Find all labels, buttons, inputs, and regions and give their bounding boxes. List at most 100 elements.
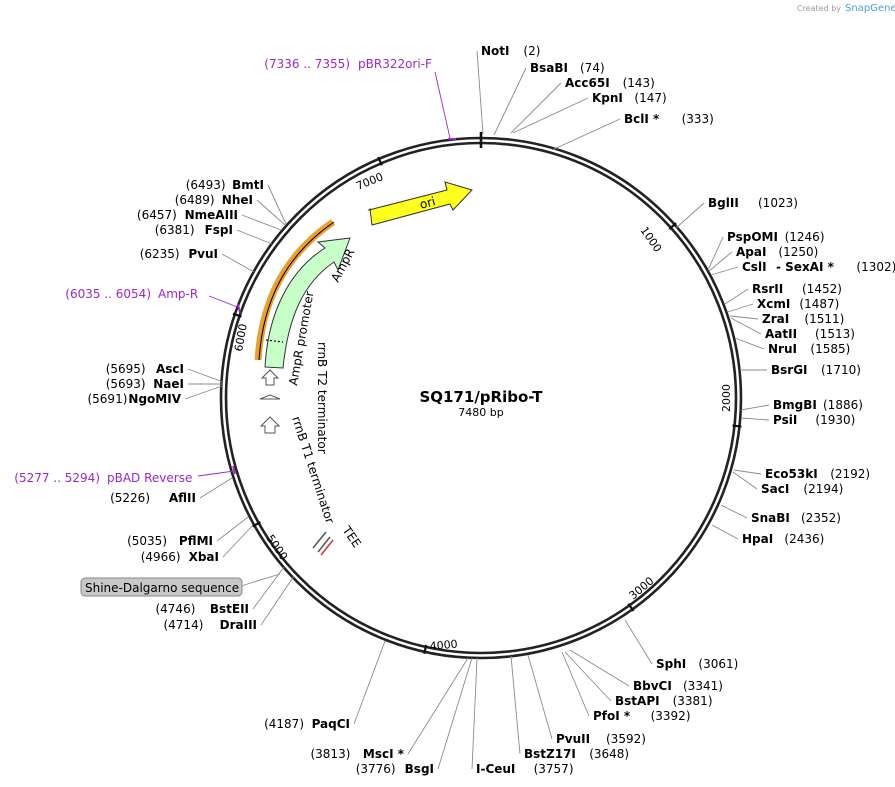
site-bstz17i[interactable]: BstZ17I(3648): [510, 655, 629, 761]
shine-dalgarno-box[interactable]: [80, 577, 243, 597]
site-kpni[interactable]: KpnI(147): [512, 91, 667, 134]
site-position: (6457): [137, 208, 177, 222]
site-bmti[interactable]: BmtI(6493): [186, 178, 287, 225]
site-noti[interactable]: NotI(2): [476, 44, 540, 135]
site-bsteii[interactable]: BstEII(4746): [155, 566, 285, 616]
site-sphi[interactable]: SphI(3061): [624, 619, 738, 671]
site-bsrgi[interactable]: BsrGI(1710): [740, 363, 861, 377]
site-name: MscI *: [363, 747, 405, 761]
site-position: (2194): [803, 482, 843, 496]
primer-amp-r[interactable]: (6035 .. 6054) Amp-R: [65, 287, 241, 314]
tick-mark: [252, 521, 262, 528]
site-name: XcmI: [757, 297, 790, 311]
site-bmgbi[interactable]: BmgBI(1886): [740, 398, 863, 412]
credit-text: Created by: [797, 4, 841, 13]
site-leader: [256, 199, 286, 226]
site-bsabi[interactable]: BsaBI(74): [493, 61, 605, 136]
site-aatii[interactable]: AatII(1513): [730, 317, 855, 341]
site-hpai[interactable]: HpaI (2436): [711, 524, 824, 546]
site-ngomiv[interactable]: NgoMIV(5691): [87, 385, 223, 406]
site-pflmi[interactable]: PflMI(5035): [127, 516, 249, 548]
shine-dalgarno-leader: [240, 573, 281, 587]
site-name: PvuI: [188, 247, 218, 261]
tick-marks: [232, 132, 742, 655]
site-position: (3381): [673, 694, 713, 708]
site-nhei[interactable]: NheI(6489): [175, 193, 286, 226]
site-position: (2352): [801, 511, 841, 525]
site-leader: [471, 657, 478, 770]
site-name: DraIII: [220, 618, 257, 632]
rrnb-t2-small-icon: [259, 394, 281, 400]
site-xcmi[interactable]: XcmI(1487): [727, 297, 839, 313]
site-name: PflMI: [179, 534, 213, 548]
site-leader: [222, 525, 253, 558]
site-pfoi[interactable]: PfoI *(3392): [561, 651, 691, 723]
site-leader: [510, 82, 562, 134]
site-pspomi[interactable]: PspOMI(1246): [707, 230, 825, 271]
site-rsrii[interactable]: RsrII(1452): [724, 282, 842, 305]
site-fspi[interactable]: FspI(6381): [155, 223, 273, 245]
site-position: (3648): [589, 747, 629, 761]
site-bbvci[interactable]: BbvCI(3341): [569, 649, 723, 693]
site-nmeaiii[interactable]: NmeAIII(6457): [137, 208, 282, 231]
ampr-feature[interactable]: [264, 237, 351, 369]
site-msci[interactable]: MscI *(3813): [310, 657, 469, 761]
site-leader: [493, 67, 527, 136]
site-bsgi[interactable]: BsgI(3776): [356, 657, 473, 776]
rrnb-t1-terminator-icon: [259, 416, 281, 434]
site-pvuii[interactable]: PvuII (3592): [527, 654, 646, 746]
site-leader: [527, 654, 553, 740]
site-leader: [216, 516, 249, 542]
site-saci[interactable]: SacI(2194): [732, 471, 843, 496]
site-leader: [551, 118, 621, 151]
site-name: HpaI: [742, 532, 773, 546]
site-snabi[interactable]: SnaBI(2352): [720, 504, 841, 525]
site-name: BstEII: [210, 602, 249, 616]
site-name: PvuII: [556, 732, 590, 746]
site-name: ZraI: [762, 312, 789, 326]
site-nrui[interactable]: NruI(1585): [734, 337, 850, 356]
site-leader: [407, 657, 469, 755]
site-leader: [724, 288, 749, 305]
site--sexai[interactable]: - SexAI *(1302): [776, 260, 895, 274]
site-leader: [221, 253, 255, 273]
site-paqci[interactable]: PaqCI(4187): [264, 640, 386, 731]
site-pvui[interactable]: PvuI(6235): [140, 247, 255, 273]
site-position: (6381): [155, 223, 195, 237]
site-psii[interactable]: PsiI(1930): [740, 413, 855, 427]
site-name: ApaI: [736, 245, 766, 259]
site-position: (147): [634, 91, 666, 105]
site-acc65i[interactable]: Acc65I(143): [510, 76, 655, 134]
plasmid-length: 7480 bp: [458, 406, 503, 419]
site-position: (2): [523, 44, 540, 58]
site-draiii[interactable]: DraIII(4714): [163, 575, 295, 632]
primer-pbr322ori-f[interactable]: (7336 .. 7355) pBR322ori-F: [264, 57, 456, 140]
site-name: BsrGI: [771, 363, 808, 377]
snapgene-logo[interactable]: SnapGene: [845, 3, 895, 14]
site-i-ceui[interactable]: I-CeuI(3757): [471, 657, 574, 776]
site-bglii[interactable]: BglII(1023): [675, 196, 798, 229]
site-position: (1246): [785, 230, 825, 244]
site-position: (3592): [606, 732, 646, 746]
site-name: PsiI: [773, 413, 797, 427]
site-position: (1452): [802, 282, 842, 296]
ori-feature[interactable]: [367, 181, 473, 226]
site-position: (2436): [784, 532, 824, 546]
site-eco53ki[interactable]: Eco53kI(2192): [733, 467, 870, 481]
site-csli[interactable]: CslI: [710, 260, 767, 276]
primer-pbad-reverse[interactable]: (5277 .. 5294) pBAD Reverse: [14, 465, 236, 485]
restriction-sites: NotI(2)BsaBI(74)Acc65I(143)KpnI(147)BclI…: [87, 44, 895, 776]
site-bstapi[interactable]: BstAPI(3381): [564, 651, 713, 708]
tick-label: 6000: [232, 323, 250, 353]
site-zrai[interactable]: ZraI(1511): [729, 312, 844, 326]
site-asci[interactable]: AscI(5695): [106, 362, 224, 383]
site-aflii[interactable]: AflII(5226): [110, 477, 233, 505]
site-naei[interactable]: NaeI(5693): [106, 377, 222, 391]
site-leader: [708, 251, 733, 272]
site-bcli[interactable]: BclI *(333): [551, 112, 714, 151]
ampr-outline-edge: [258, 221, 335, 361]
site-apai[interactable]: ApaI(1250): [708, 245, 818, 272]
tick-label: 4000: [429, 638, 458, 653]
site-xbai[interactable]: XbaI(4966): [141, 525, 253, 564]
